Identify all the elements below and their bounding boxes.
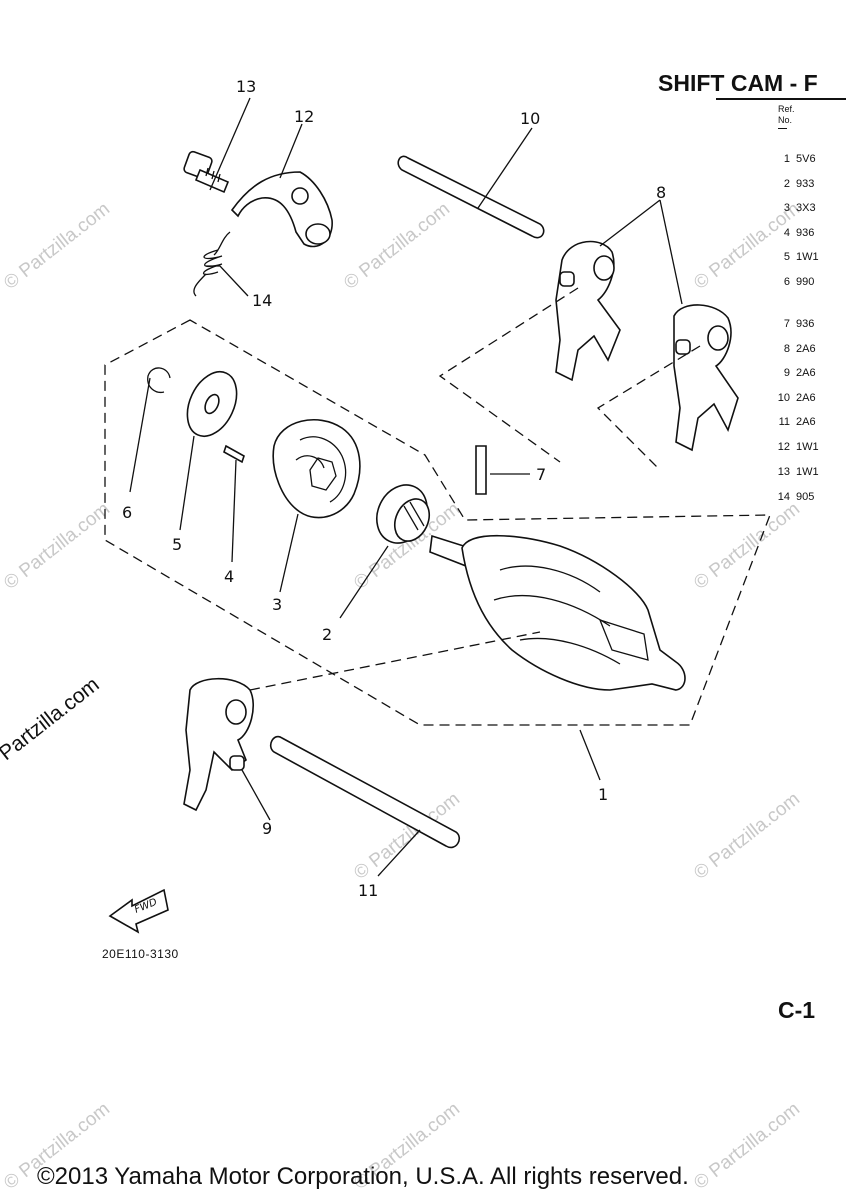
part-13-bolt: [183, 150, 230, 194]
callout-7: 7: [536, 465, 546, 484]
callout-14: 14: [252, 291, 272, 310]
callout-1: 1: [598, 785, 608, 804]
callout-12: 12: [294, 107, 314, 126]
watermark-text: © Partzilla.com: [690, 789, 804, 884]
part-8-shift-fork-a: [555, 240, 621, 382]
copyright-notice: ©2013 Yamaha Motor Corporation, U.S.A. A…: [37, 1163, 689, 1190]
part-3-segment: [272, 419, 361, 519]
leader-lines: [129, 97, 701, 877]
watermark-text: © Partzilla.com: [690, 1099, 804, 1194]
callout-4: 4: [224, 567, 234, 586]
ref-no-header: Ref. No.: [778, 104, 795, 125]
callout-10: 10: [520, 109, 540, 128]
callout-8: 8: [656, 183, 666, 202]
part-8-shift-fork-b: [673, 304, 739, 452]
callout-3: 3: [272, 595, 282, 614]
watermark-text: © Partzilla.com: [690, 499, 804, 594]
part-4-dowel-pin: [223, 444, 245, 464]
part-9-shift-fork: [183, 678, 254, 812]
diagram-code: 20E110-3130: [102, 947, 179, 961]
fwd-arrow-icon: FWD: [108, 888, 169, 934]
part-6-circlip: [147, 367, 171, 394]
part-2-bearing: [376, 484, 431, 544]
callout-2: 2: [322, 625, 332, 644]
part-1-shift-cam: [429, 534, 686, 691]
callout-9: 9: [262, 819, 272, 838]
callout-11: 11: [358, 881, 378, 900]
part-10-guide-bar: [397, 155, 545, 239]
watermark-text: © Partzilla.com: [0, 499, 114, 594]
part-5-washer: [186, 371, 238, 437]
watermark-text: © Partzilla.com: [0, 199, 114, 294]
watermark-text: © Partzilla.com: [340, 199, 454, 294]
part-11-guide-bar: [269, 735, 461, 849]
ref-header-rule: [778, 128, 787, 129]
callout-13: 13: [236, 77, 256, 96]
part-14-spring: [193, 231, 231, 297]
callout-numbers: 13 12 10 8 14 7 6 5 4 3 2 1 9 11: [122, 77, 666, 900]
callout-6: 6: [122, 503, 132, 522]
page-id: C-1: [778, 997, 816, 1023]
title-underline: [716, 98, 846, 100]
page-title: SHIFT CAM - F: [658, 70, 818, 96]
part-12-stopper-lever: [230, 171, 333, 248]
part-7-pin: [475, 445, 487, 495]
callout-5: 5: [172, 535, 182, 554]
